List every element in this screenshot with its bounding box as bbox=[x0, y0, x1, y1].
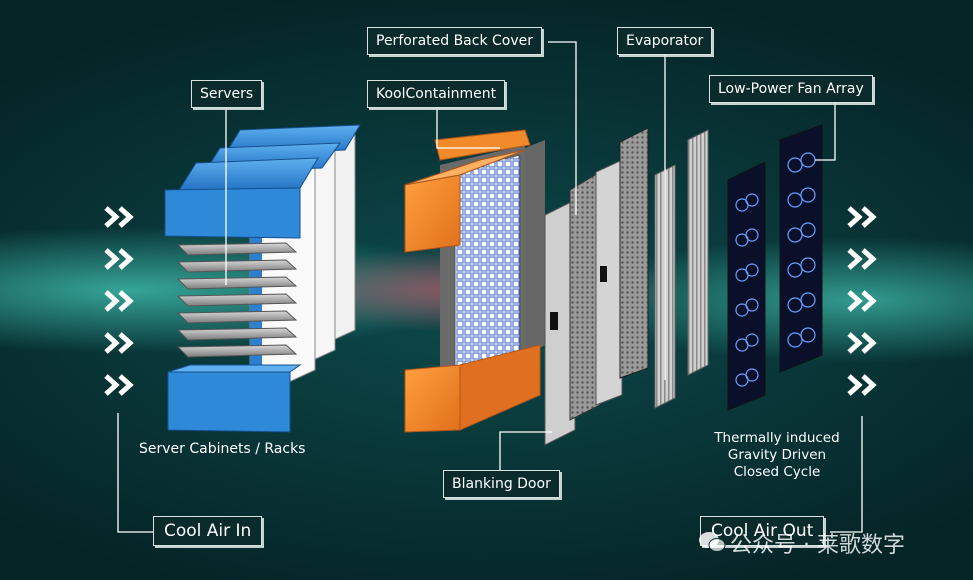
label-blanking-door: Blanking Door bbox=[443, 470, 560, 498]
cycle-caption-line-1: Thermally induced bbox=[714, 430, 840, 446]
chevron-right-icon bbox=[104, 332, 134, 354]
label-cool-air-in: Cool Air In bbox=[153, 516, 263, 546]
label-low-power-fan-array: Low-Power Fan Array bbox=[709, 75, 873, 103]
label-evaporator: Evaporator bbox=[617, 27, 713, 55]
chevron-right-icon bbox=[847, 374, 877, 396]
kool-containment bbox=[404, 129, 545, 433]
server-cabinets bbox=[164, 124, 361, 433]
chevron-right-icon bbox=[104, 248, 134, 270]
cycle-caption-line-3: Closed Cycle bbox=[733, 464, 821, 480]
evaporator bbox=[654, 129, 709, 409]
chevron-right-icon bbox=[847, 248, 877, 270]
cabinet-front-top bbox=[164, 187, 301, 239]
chevron-right-icon bbox=[847, 290, 877, 312]
cabinet-top-1 bbox=[177, 157, 319, 193]
leader-lines bbox=[117, 41, 863, 533]
label-servers: Servers bbox=[191, 80, 263, 108]
watermark: 公众号 · 莱歌数字 bbox=[730, 533, 905, 558]
label-kool-containment: KoolContainment bbox=[367, 80, 506, 108]
label-perforated-back-cover: Perforated Back Cover bbox=[367, 27, 543, 55]
cycle-caption-line-2: Gravity Driven bbox=[727, 447, 827, 463]
chevron-right-icon bbox=[847, 332, 877, 354]
blanking-door bbox=[544, 199, 576, 446]
chevron-right-icon bbox=[104, 290, 134, 312]
chevron-right-icon bbox=[104, 374, 134, 396]
server-shelves bbox=[176, 242, 298, 358]
chevron-right-icon bbox=[104, 206, 134, 228]
wechat-icon bbox=[699, 532, 726, 552]
perforated-back-cover bbox=[569, 127, 649, 421]
low-power-fan-array bbox=[727, 124, 823, 411]
chevron-right-icon bbox=[847, 206, 877, 228]
cabinet-base bbox=[167, 371, 291, 433]
label-server-cabinets: Server Cabinets / Racks bbox=[139, 441, 306, 457]
cycle-caption: Thermally induced Gravity Driven Closed … bbox=[702, 430, 852, 481]
